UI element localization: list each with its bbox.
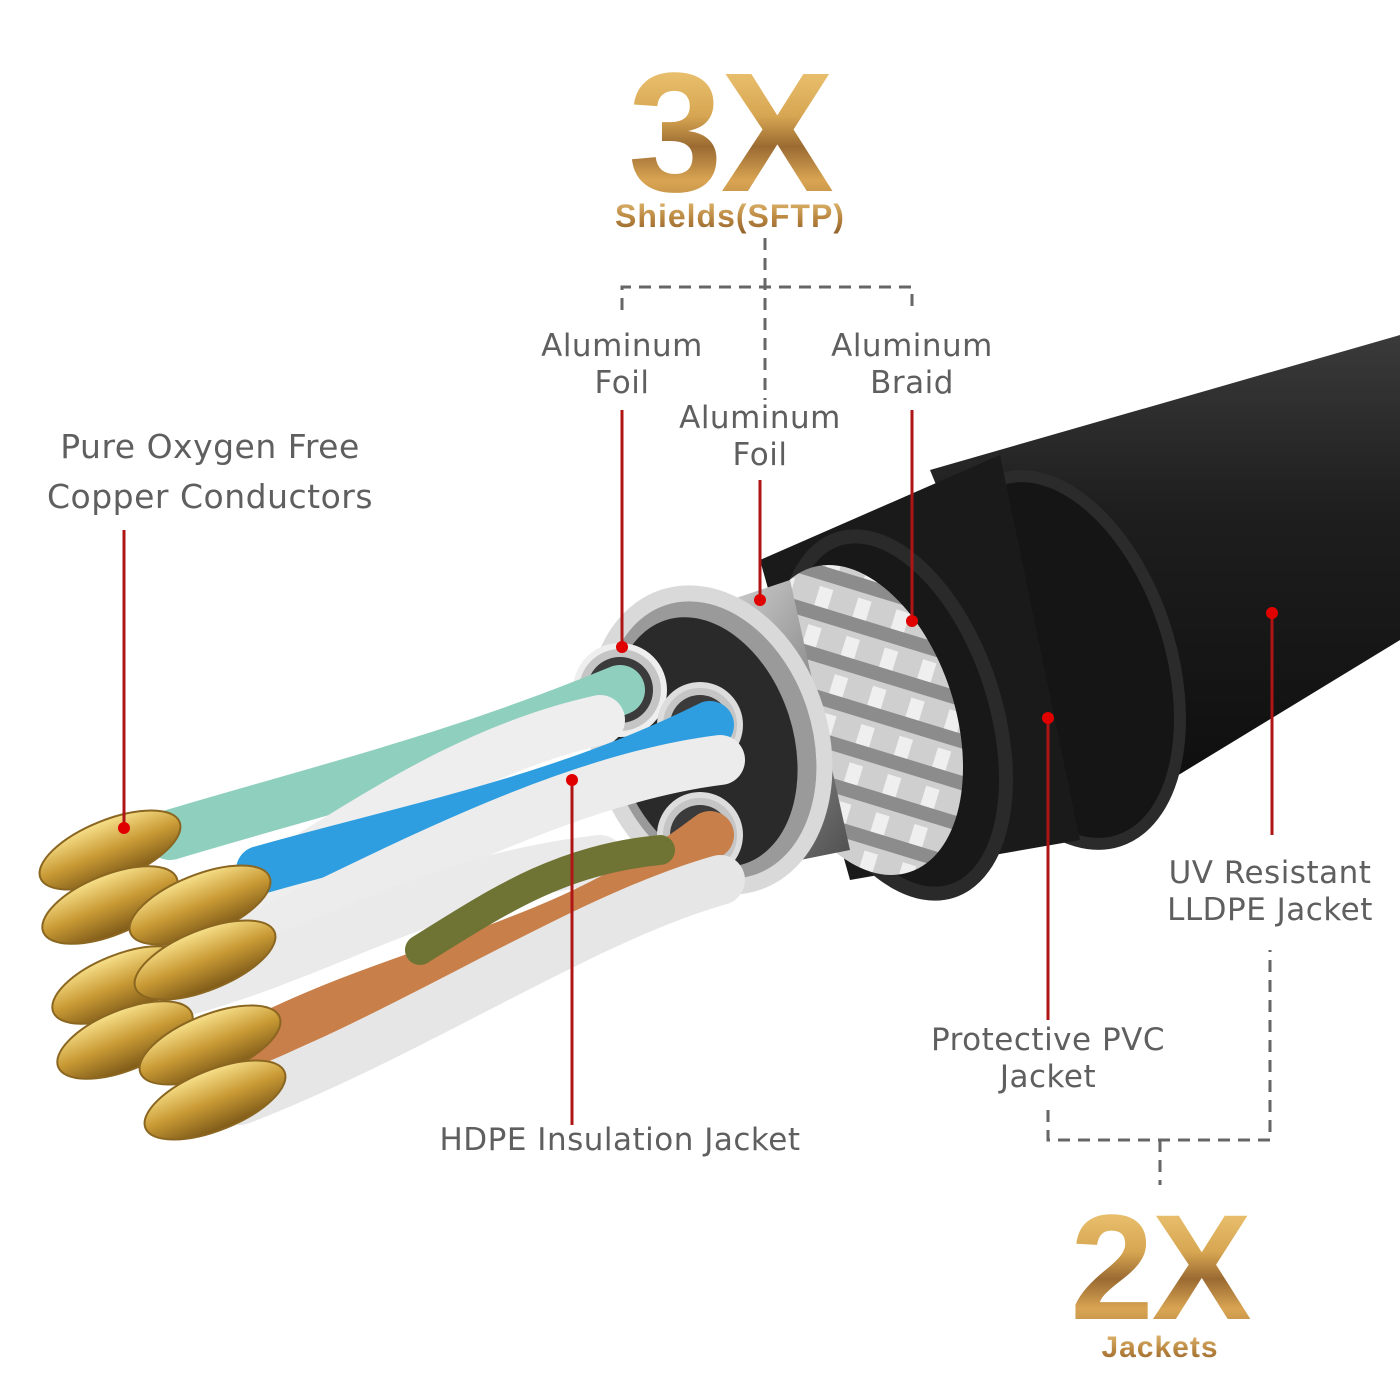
label-line: Jacket [999,1059,1097,1095]
label-pvc-jacket: Protective PVC Jacket [908,1022,1188,1096]
label-pair-aluminum-foil: Aluminum Foil [522,328,722,402]
label-line: Pure Oxygen Free [60,427,360,466]
jacket-count-subtitle: Jackets [1060,1330,1260,1366]
label-line: Aluminum [679,400,841,436]
label-line: Copper Conductors [46,477,374,516]
label-line: HDPE Insulation Jacket [439,1122,801,1158]
copper-conductors [38,809,287,1141]
label-line: Aluminum [541,328,703,364]
jacket-bracket [1046,950,1272,1185]
shield-count-heading: 3X [590,48,870,218]
shield-count-subtitle: Shields(SFTP) [560,196,900,236]
label-line: Protective PVC [930,1022,1166,1058]
label-line: UV Resistant [1168,855,1372,891]
leader-dots [118,594,1278,834]
shield-bracket [620,238,914,400]
label-line: LLDPE Jacket [1167,892,1373,928]
label-overall-aluminum-foil: Aluminum Foil [660,400,860,474]
label-uv-jacket: UV Resistant LLDPE Jacket [1140,855,1400,929]
jacket-count-heading: 2X [1030,1192,1290,1342]
label-line: Braid [870,365,954,401]
leader-lines [122,410,1274,1125]
label-aluminum-braid: Aluminum Braid [812,328,1012,402]
label-line: Foil [594,365,650,401]
label-hdpe-insulation: HDPE Insulation Jacket [410,1122,830,1159]
label-line: Foil [732,437,788,473]
label-line: Aluminum [831,328,993,364]
label-copper-conductors: Pure Oxygen Free Copper Conductors [30,422,390,522]
